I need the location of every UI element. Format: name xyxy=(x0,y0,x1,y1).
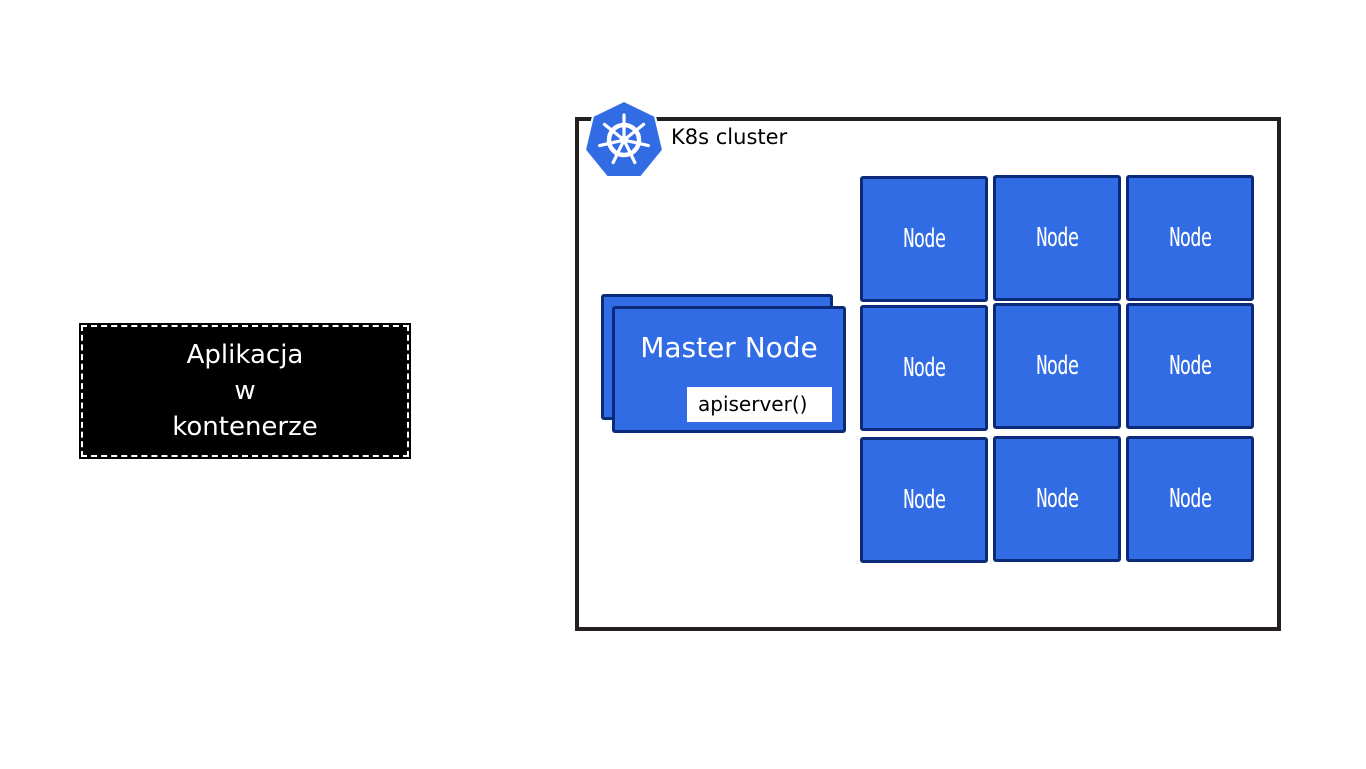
worker-node: Node xyxy=(860,176,988,302)
app-box-line-3: kontenerze xyxy=(172,412,318,442)
app-box-line-1: Aplikacja xyxy=(186,340,304,370)
kubernetes-icon xyxy=(584,100,664,178)
worker-node-label: Node xyxy=(902,353,946,383)
worker-node-label: Node xyxy=(1035,484,1079,514)
worker-node: Node xyxy=(1126,175,1254,301)
worker-node: Node xyxy=(993,303,1121,429)
worker-node-label: Node xyxy=(1168,351,1212,381)
master-node: Master Node apiserver() xyxy=(612,306,846,433)
worker-node-label: Node xyxy=(1168,484,1212,514)
worker-node-label: Node xyxy=(1168,223,1212,253)
app-box-line-2: w xyxy=(234,376,256,406)
worker-node-label: Node xyxy=(1035,223,1079,253)
app-container-box: Aplikacja w kontenerze xyxy=(79,323,411,459)
worker-node: Node xyxy=(993,175,1121,301)
worker-node: Node xyxy=(860,437,988,563)
worker-node-label: Node xyxy=(902,485,946,515)
worker-node: Node xyxy=(860,305,988,431)
worker-node-label: Node xyxy=(1035,351,1079,381)
worker-node: Node xyxy=(993,436,1121,562)
worker-node-label: Node xyxy=(902,224,946,254)
master-node-title: Master Node xyxy=(640,331,818,364)
apiserver-box: apiserver() xyxy=(687,387,832,422)
cluster-label: K8s cluster xyxy=(671,125,788,149)
worker-node: Node xyxy=(1126,436,1254,562)
worker-node: Node xyxy=(1126,303,1254,429)
